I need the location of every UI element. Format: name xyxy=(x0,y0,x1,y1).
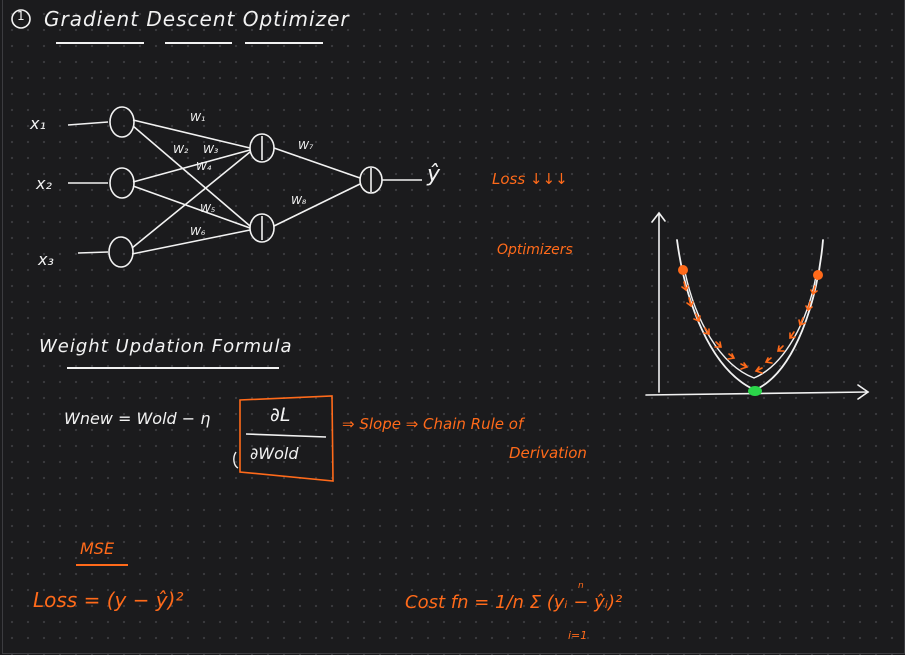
step-number-circle xyxy=(11,9,31,29)
edge-w1 xyxy=(132,119,251,149)
derivative-denominator: ∂Wold xyxy=(250,444,299,463)
cost-formula: Cost fn = 1/n Σ (yᵢ − ŷᵢ)² xyxy=(405,592,623,613)
weight-label-w1: W₁ xyxy=(190,111,206,124)
title-underline-3 xyxy=(245,42,323,44)
title-underline-1 xyxy=(56,42,144,44)
start-point-right xyxy=(813,270,823,280)
descent-arrows-left xyxy=(681,281,749,370)
title-underline-2 xyxy=(165,42,232,44)
mse-formula: Loss = (y − ŷ)² xyxy=(33,588,184,612)
output-label-yhat: ŷ xyxy=(427,162,441,187)
sum-upper-limit: n xyxy=(578,581,584,591)
edge-w2 xyxy=(132,125,251,227)
update-heading-underline xyxy=(67,367,279,369)
update-heading: Weight Updation Formula xyxy=(39,336,293,357)
slope-note: ⇒ Slope ⇒ Chain Rule of xyxy=(342,415,524,433)
input-line-1 xyxy=(67,121,109,126)
y-axis-arrow xyxy=(651,211,666,223)
input-label-x2: x₂ xyxy=(36,174,52,193)
edge-w8 xyxy=(273,183,361,227)
step-number: 1 xyxy=(17,9,25,23)
edge-w7 xyxy=(273,147,361,179)
weight-label-w8: W₈ xyxy=(291,194,307,207)
input-node-3 xyxy=(108,236,134,268)
input-line-3 xyxy=(77,251,109,254)
optimizers-note: Optimizers xyxy=(497,242,573,258)
mse-underline xyxy=(76,564,128,566)
global-minimum-point xyxy=(748,386,762,396)
page-title: Gradient Descent Optimizer xyxy=(44,7,350,31)
weight-label-w7: W₇ xyxy=(298,139,314,152)
start-point-left xyxy=(678,265,688,275)
loss-note: Loss ↓↓↓ xyxy=(492,170,568,188)
sum-lower-limit: i=1 xyxy=(568,629,588,642)
edge-w6 xyxy=(131,229,251,255)
edge-w3 xyxy=(132,149,251,183)
weight-label-w5: W₅ xyxy=(200,202,216,215)
hidden-node-2 xyxy=(249,213,275,243)
derivative-numerator: ∂L xyxy=(270,404,291,426)
input-node-2 xyxy=(109,167,135,199)
input-label-x1: x₁ xyxy=(30,114,46,133)
x-axis-arrow xyxy=(857,384,870,400)
input-label-x3: x₃ xyxy=(38,250,54,269)
loss-curve-inner xyxy=(684,271,817,379)
descent-arrows-right xyxy=(754,285,818,374)
weight-label-w4: W₄ xyxy=(196,160,212,173)
mse-label: MSE xyxy=(80,539,115,558)
weight-label-w6: W₆ xyxy=(190,225,206,238)
update-formula-lhs: Wnew = Wold − η xyxy=(64,409,211,428)
weight-label-w3: W₃ xyxy=(203,143,219,156)
input-node-1 xyxy=(109,106,135,138)
derivation-note: Derivation xyxy=(509,444,587,462)
edge-w5 xyxy=(131,151,251,249)
weight-label-w2: W₂ xyxy=(173,143,189,156)
edge-w4 xyxy=(132,185,251,229)
